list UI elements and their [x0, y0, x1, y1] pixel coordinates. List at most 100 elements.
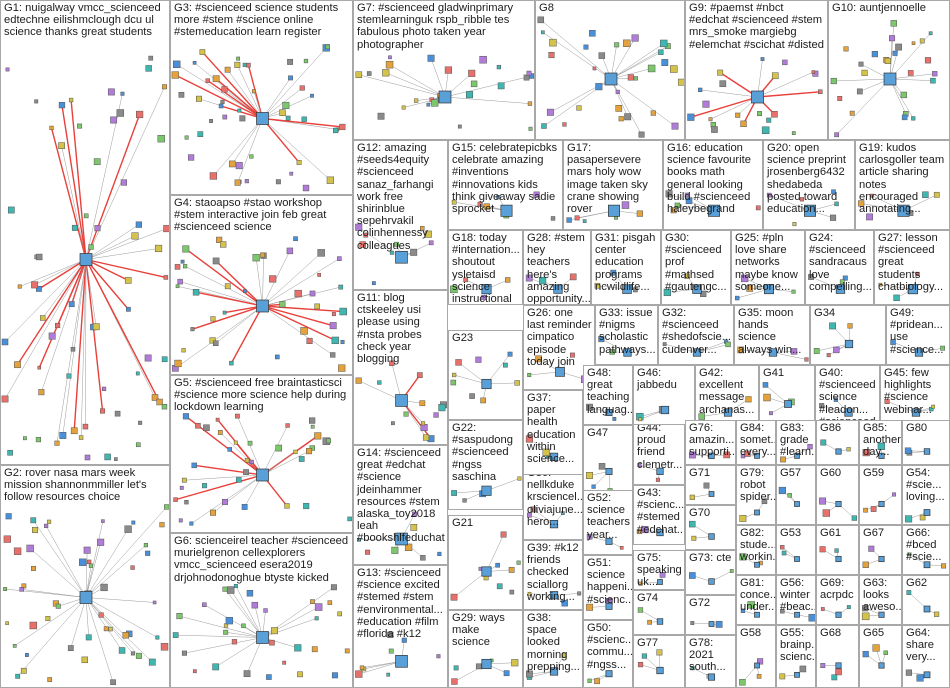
network-node — [862, 70, 868, 76]
network-node — [332, 673, 337, 678]
group-panel-g49: G49: #pridean... use #science... — [886, 305, 950, 365]
network-node — [662, 59, 668, 65]
network-node — [164, 225, 170, 231]
group-panel-g20: G20: open science preprint jrosenberg643… — [763, 140, 855, 230]
group-label: G49: #pridean... use #science... — [890, 307, 947, 356]
group-panel-g66: G66: #bced #scie... — [902, 525, 950, 575]
group-panel-g64: G64: share very... — [902, 625, 950, 688]
network-node — [905, 448, 911, 454]
hub-node — [795, 502, 800, 507]
network-node — [431, 100, 438, 107]
hub-node — [924, 449, 930, 455]
network-node — [79, 559, 86, 566]
group-label: G72 — [689, 597, 733, 609]
network-edge — [216, 638, 263, 667]
network-edge — [263, 618, 317, 637]
network-node — [648, 620, 652, 624]
network-node — [8, 207, 14, 213]
network-node — [504, 671, 509, 676]
network-node — [79, 436, 83, 440]
group-panel-g15: G15: celebratepicbks celebrate amazing #… — [448, 140, 563, 230]
network-node — [389, 649, 393, 653]
network-node — [206, 79, 210, 83]
network-edge — [256, 258, 262, 306]
network-node — [59, 143, 65, 149]
network-node — [6, 622, 9, 625]
network-node — [190, 522, 194, 526]
network-node — [623, 40, 630, 47]
group-label: G59 — [863, 467, 899, 479]
network-node — [835, 133, 839, 137]
network-node — [452, 679, 458, 685]
group-label: G4: staoapso #stao workshop #stem intera… — [174, 197, 350, 234]
network-node — [720, 81, 726, 87]
network-node — [271, 627, 277, 633]
group-label: G26: one last reminder cimpatico episode… — [527, 307, 592, 368]
network-node — [276, 445, 282, 451]
hub-node — [924, 672, 930, 678]
network-node — [200, 49, 205, 54]
network-node — [3, 587, 6, 590]
network-node — [269, 640, 274, 645]
group-panel-g52: G52: science teachers year... — [583, 490, 633, 555]
network-edge — [263, 451, 310, 475]
network-node — [132, 233, 139, 240]
network-node — [819, 498, 825, 504]
network-node — [771, 111, 777, 117]
network-edge — [86, 545, 146, 597]
network-node — [847, 605, 850, 608]
network-node — [339, 124, 345, 130]
network-node — [832, 675, 837, 680]
network-node — [146, 65, 152, 71]
network-node — [97, 539, 104, 546]
network-node — [360, 666, 364, 670]
hub-node — [80, 254, 92, 266]
network-node — [838, 96, 842, 100]
network-node — [857, 89, 862, 94]
group-panel-g3: G3: #scienceed science students more #st… — [170, 0, 353, 195]
network-node — [248, 441, 252, 445]
network-node — [476, 357, 482, 363]
network-node — [161, 643, 168, 650]
group-panel-g41: G41 — [759, 365, 815, 425]
network-node — [8, 450, 13, 455]
network-node — [56, 604, 61, 609]
group-panel-g24: G24: #scienceed sandracaus love compelli… — [805, 230, 874, 305]
network-node — [315, 604, 322, 611]
group-panel-g5: G5: #scienceed free braintasticsci #scie… — [170, 375, 353, 533]
network-node — [451, 490, 456, 495]
group-network-g8 — [536, 1, 685, 140]
network-node — [245, 179, 249, 183]
network-node — [503, 363, 507, 367]
network-edge — [445, 76, 531, 97]
network-node — [730, 569, 733, 572]
network-node — [225, 67, 230, 72]
network-node — [821, 440, 826, 445]
group-panel-g6: G6: scienceirel teacher #scienceed murie… — [170, 533, 353, 688]
network-node — [332, 312, 335, 315]
network-node — [780, 674, 785, 679]
network-edge — [62, 146, 86, 260]
network-node — [213, 76, 219, 82]
network-node — [932, 71, 937, 76]
network-node — [280, 302, 286, 308]
network-node — [542, 124, 547, 129]
network-node — [35, 100, 38, 103]
network-node — [14, 362, 20, 368]
group-label: G75: speaking uk... — [637, 552, 682, 589]
network-node — [213, 258, 219, 264]
group-panel-g29: G29: ways make science — [448, 610, 523, 688]
group-panel-g37: G37: paper health education within scien… — [523, 390, 583, 475]
network-edge — [184, 638, 262, 654]
network-node — [829, 323, 835, 329]
network-node — [252, 602, 258, 608]
group-panel-g57: G57 — [776, 465, 816, 525]
group-panel-g11: G11: blog ctskeeley usi please using #ns… — [353, 290, 448, 445]
group-panel-g13: G13: #scienceed #science excited #stemed… — [353, 565, 448, 688]
network-node — [234, 441, 237, 444]
network-node — [110, 680, 115, 685]
network-node — [221, 100, 225, 104]
network-node — [223, 115, 227, 119]
network-node — [71, 347, 75, 351]
group-panel-g54: G54: #scie... loving... — [902, 465, 950, 525]
